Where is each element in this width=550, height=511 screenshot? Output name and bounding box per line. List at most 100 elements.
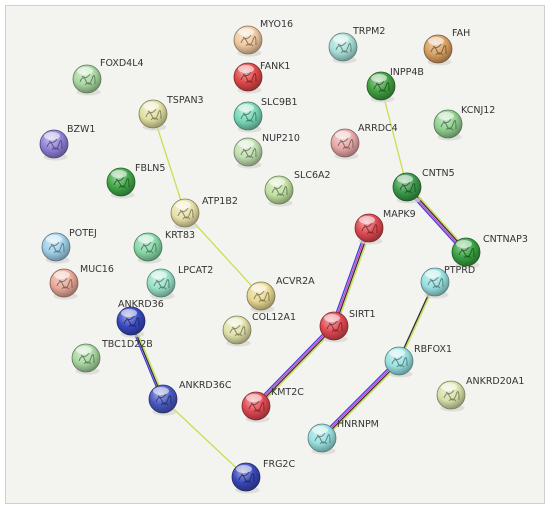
node-tspan3[interactable]: TSPAN3 (138, 95, 204, 131)
node-nup210[interactable]: NUP210 (233, 133, 300, 169)
structure-icon (229, 324, 246, 337)
node-highlight (153, 387, 169, 395)
node-label: PTPRD (444, 265, 475, 276)
edge-evidence-line (162, 398, 247, 478)
node-arrdc4[interactable]: ARRDC4 (330, 123, 398, 160)
node-label: ACVR2A (276, 276, 315, 287)
node-fah[interactable]: FAH (423, 28, 470, 66)
node-kcnj12[interactable]: KCNJ12 (433, 105, 495, 141)
node-highlight (143, 102, 159, 110)
node-highlight (121, 309, 137, 317)
node-tbc1d22b[interactable]: TBC1D22B (71, 339, 153, 375)
node-inpp4b[interactable]: INPP4B (366, 67, 424, 103)
node-label: MYO16 (260, 19, 293, 30)
node-myo16[interactable]: MYO16 (233, 19, 293, 57)
node-muc16[interactable]: MUC16 (49, 264, 114, 300)
structure-icon (78, 352, 95, 365)
node-frg2c[interactable]: FRG2C (231, 459, 295, 494)
node-ankrd36c[interactable]: ANKRD36C (148, 380, 232, 416)
node-slc9b1[interactable]: SLC9B1 (233, 97, 298, 133)
node-label: ANKRD20A1 (466, 376, 524, 387)
node-hnrnpm[interactable]: HNRNPM (307, 419, 379, 455)
edge-ankrd36c-frg2c[interactable] (162, 398, 247, 478)
node-label: SLC6A2 (294, 170, 331, 181)
edge-evidence-line (380, 85, 408, 188)
node-highlight (151, 271, 167, 279)
node-label: ANKRD36C (179, 380, 232, 391)
node-kmt2c[interactable]: KMT2C (241, 387, 304, 423)
node-highlight (246, 394, 262, 402)
node-label: SIRT1 (349, 309, 376, 320)
node-highlight (175, 201, 191, 209)
node-cntnap3[interactable]: CNTNAP3 (451, 234, 528, 269)
structure-icon (79, 73, 96, 86)
node-cntn5[interactable]: CNTN5 (392, 168, 455, 204)
node-highlight (77, 67, 93, 75)
node-label: COL12A1 (252, 312, 296, 323)
edge-tspan3-atp1b2[interactable] (152, 113, 186, 214)
node-rbfox1[interactable]: RBFOX1 (384, 344, 452, 378)
node-lpcat2[interactable]: LPCAT2 (146, 265, 213, 300)
node-ankrd36[interactable]: ANKRD36 (116, 299, 164, 338)
node-acvr2a[interactable]: ACVR2A (246, 276, 315, 313)
node-highlight (238, 28, 254, 36)
edge-evidence-line (257, 327, 337, 409)
edge-evidence-line (334, 228, 371, 327)
edge-evidence-line (322, 361, 401, 440)
node-fbln5[interactable]: FBLN5 (106, 163, 165, 199)
node-label: RBFOX1 (414, 344, 452, 355)
edge-inpp4b-cntn5[interactable] (380, 85, 408, 188)
structure-icon (458, 246, 475, 259)
node-trpm2[interactable]: TRPM2 (328, 26, 385, 64)
structure-icon (46, 138, 63, 151)
structure-icon (240, 146, 257, 159)
node-slc6a2[interactable]: SLC6A2 (264, 170, 331, 207)
node-label: HNRNPM (337, 419, 379, 430)
structure-icon (153, 277, 170, 290)
node-sirt1[interactable]: SIRT1 (319, 309, 376, 343)
node-krt83[interactable]: KRT83 (133, 230, 195, 264)
node-label: FOXD4L4 (100, 58, 144, 69)
edge-evidence-line (319, 358, 398, 437)
node-label: FANK1 (260, 61, 290, 72)
node-highlight (428, 37, 444, 45)
node-label: ANKRD36 (118, 299, 164, 310)
edge-evidence-line (253, 323, 333, 405)
node-bzw1[interactable]: BZW1 (39, 124, 95, 161)
node-highlight (312, 426, 328, 434)
edge-evidence-line (331, 226, 368, 326)
node-highlight (333, 35, 349, 43)
node-label: LPCAT2 (178, 265, 213, 276)
node-foxd4l4[interactable]: FOXD4L4 (72, 58, 144, 96)
edge-mapk9-sirt1[interactable] (331, 226, 372, 328)
node-label: INPP4B (390, 67, 424, 78)
structure-icon (240, 110, 257, 123)
edge-rbfox1-hnrnpm[interactable] (319, 358, 402, 441)
node-potej[interactable]: POTEJ (41, 228, 97, 264)
node-highlight (324, 314, 340, 322)
node-mapk9[interactable]: MAPK9 (354, 209, 416, 245)
node-ptprd[interactable]: PTPRD (420, 265, 475, 299)
node-highlight (238, 104, 254, 112)
node-atp1b2[interactable]: ATP1B2 (170, 196, 238, 230)
node-col12a1[interactable]: COL12A1 (222, 312, 296, 347)
structure-icon (271, 184, 288, 197)
node-highlight (438, 112, 454, 120)
structure-icon (427, 276, 444, 289)
node-highlight (111, 170, 127, 178)
node-fank1[interactable]: FANK1 (233, 61, 290, 94)
node-label: ARRDC4 (358, 123, 398, 134)
structure-icon (361, 222, 378, 235)
structure-icon (399, 181, 416, 194)
node-label: FBLN5 (135, 163, 165, 174)
edge-evidence-line (256, 326, 336, 408)
node-ankrd20a1[interactable]: ANKRD20A1 (436, 376, 524, 412)
node-label: TSPAN3 (166, 95, 204, 106)
structure-icon (140, 241, 157, 254)
structure-icon (145, 108, 162, 121)
edge-sirt1-kmt2c[interactable] (253, 323, 337, 409)
edge-evidence-line (254, 324, 334, 406)
node-highlight (335, 131, 351, 139)
